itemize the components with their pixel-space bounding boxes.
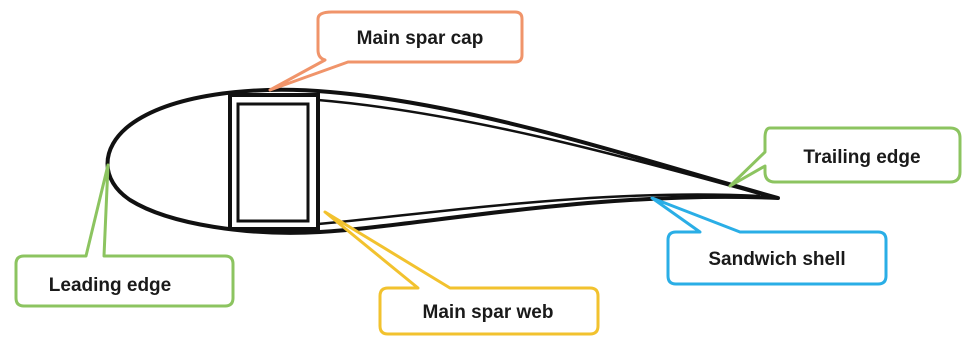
trailing-edge-callout [728,126,962,188]
leading-edge-label: Leading edge [49,275,171,296]
main-spar-web-callout [323,210,600,336]
shell-inner-upper [317,98,761,196]
main-spar-cap-callout [268,10,524,92]
spar-box-outer [228,93,320,231]
main-spar-web-label: Main spar web [423,302,554,323]
leading-edge-callout [14,163,235,308]
sandwich-shell-callout [650,196,888,286]
trailing-edge-label: Trailing edge [803,147,920,168]
sandwich-shell-label: Sandwich shell [708,249,845,270]
spar-box-inner [236,102,310,223]
shell-inner-lower [317,193,761,226]
main-spar-cap-label: Main spar cap [357,28,484,49]
